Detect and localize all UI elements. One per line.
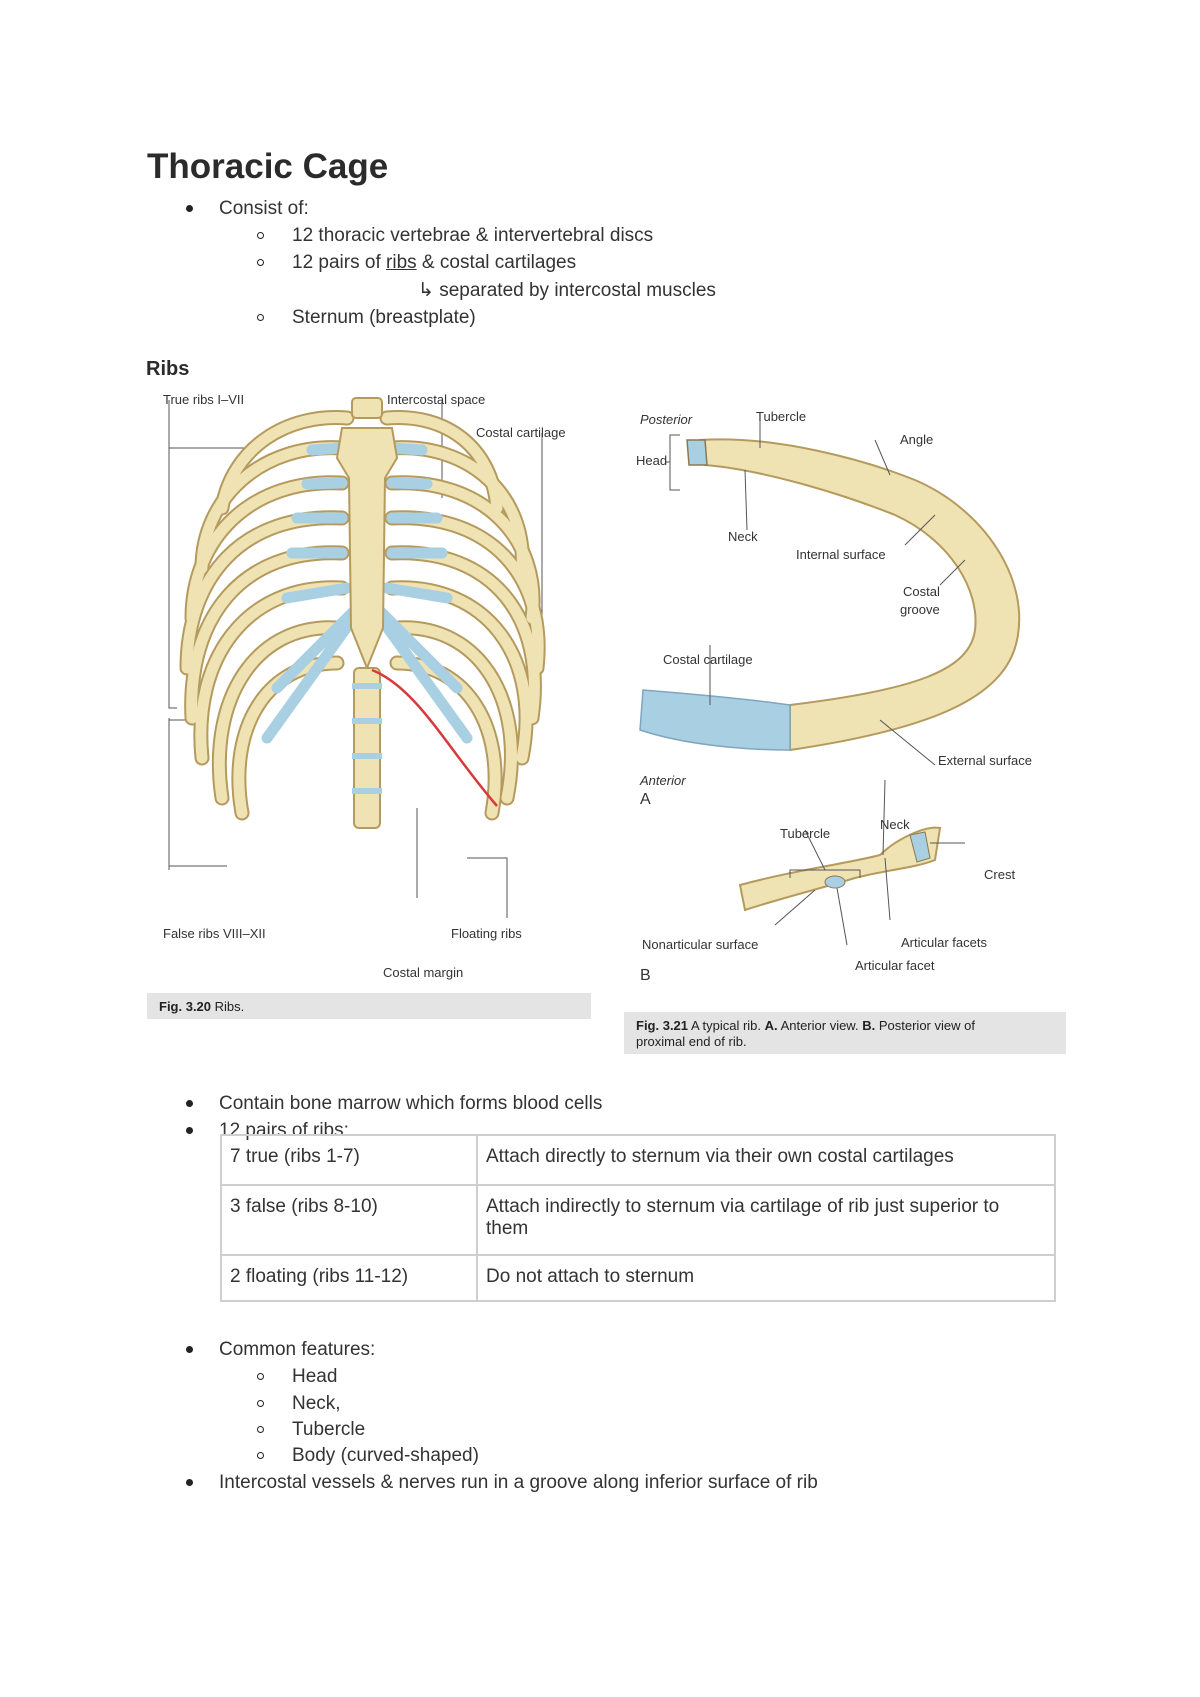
label-costal: Costal [903,584,940,599]
sub-bullet [257,1373,264,1380]
figure-typical-rib [625,400,1065,990]
caption-line-1: Fig. 3.21 A typical rib. A. Anterior vie… [636,1018,1066,1034]
table-cell-type: 2 floating (ribs 11-12) [220,1254,478,1302]
label-false-ribs: False ribs VIII–XII [163,926,266,941]
label-tubercle: Tubercle [756,409,807,424]
label-groove: groove [900,602,940,617]
label-nonarticular-surface: Nonarticular surface [642,937,759,952]
consist-item-ribs-prefix: 12 pairs of [292,252,381,273]
rib-costal-cartilage-shape [639,689,791,751]
return-arrow-icon: ↳ [418,280,434,301]
bullet [186,1100,193,1107]
page-title: Thoracic Cage [147,147,389,186]
vertebral-column [351,397,383,829]
table-cell-description: Attach indirectly to sternum via cartila… [476,1184,1056,1256]
separated-note: ↳ separated by intercostal muscles [418,279,716,302]
sub-bullet [257,1452,264,1459]
label-crest: Crest [984,867,1016,882]
label-articular-facets: Articular facets [901,935,987,950]
label-costal-margin: Costal margin [383,965,464,980]
table-cell-type: 3 false (ribs 8-10) [220,1184,478,1256]
thoracic-cage-illustration [168,397,546,923]
label-neck-b: Neck [880,817,910,832]
bullet [186,205,193,212]
label-view-b: B [640,967,651,984]
table-cell-type: 7 true (ribs 1-7) [220,1134,478,1186]
caption-line-2: proximal end of rib. [636,1034,747,1049]
bullet-intercostal-vessels: Intercostal vessels & nerves run in a gr… [219,1472,818,1493]
label-internal-surface: Internal surface [796,547,886,562]
typical-rib-illustration [639,420,1021,946]
sub-bullet [257,1426,264,1433]
figure-ribs [147,388,587,923]
articular-facet-shape [824,875,846,889]
figure-3-21-caption: Fig. 3.21 A typical rib. A. Anterior vie… [624,1012,1066,1054]
caption-a: A. [764,1018,778,1033]
label-external-surface: External surface [938,753,1032,768]
sub-bullet [257,1400,264,1407]
caption-b: B. [862,1018,876,1033]
bullet [186,1346,193,1353]
rib-types-table: 7 true (ribs 1-7) Attach directly to ste… [220,1134,1056,1302]
consist-label: Consist of: [219,198,309,219]
consist-item-ribs-rest: & costal cartilages [421,252,577,273]
rib-head-facet [686,439,708,466]
label-intercostal-space: Intercostal space [387,392,486,407]
rib-proximal-shape [738,826,942,912]
consist-item-ribs: 12 pairs of ribs & costal cartilages [292,252,576,274]
label-head: Head [636,453,668,468]
label-articular-facet: Articular facet [855,958,935,973]
bullet-bone-marrow: Contain bone marrow which forms blood ce… [219,1093,603,1114]
ribs-link[interactable]: ribs [386,252,417,273]
caption-number: Fig. 3.21 [636,1018,689,1033]
figure-3-20-caption: Fig. 3.20 Ribs. [147,993,591,1019]
section-ribs-heading: Ribs [146,358,190,380]
label-true-ribs: True ribs I–VII [163,392,245,407]
label-anterior: Anterior [640,773,686,788]
bullet [186,1479,193,1486]
feature-item: Head [292,1366,338,1387]
caption-number: Fig. 3.20 [159,999,212,1014]
features-label: Common features: [219,1339,376,1360]
caption-text: Anterior view. [780,1018,859,1033]
label-floating-ribs: Floating ribs [451,926,522,941]
label-angle: Angle [900,432,934,447]
caption-text: Posterior view of [878,1018,975,1033]
feature-item: Neck, [292,1393,341,1414]
consist-item-sternum: Sternum (breastplate) [292,307,476,328]
caption-text: Ribs. [214,999,245,1014]
label-tubercle-b: Tubercle [780,826,831,841]
sub-bullet [257,259,264,266]
bullet [186,1127,193,1134]
table-cell-description: Attach directly to sternum via their own… [476,1134,1056,1186]
feature-item: Tubercle [292,1419,366,1440]
sub-bullet [257,232,264,239]
feature-item: Body (curved-shaped) [292,1445,479,1466]
table-row: 3 false (ribs 8-10) Attach indirectly to… [220,1184,1056,1256]
label-rib-costal-cartilage: Costal cartilage [663,652,753,667]
caption-text: A typical rib. [690,1018,762,1033]
consist-item-vertebrae: 12 thoracic vertebrae & intervertebral d… [292,225,654,246]
label-costal-cartilage: Costal cartilage [476,425,566,440]
label-neck: Neck [728,529,758,544]
articular-facets-shape [909,831,931,863]
label-posterior: Posterior [640,412,693,427]
costal-margin-line [371,668,498,807]
separated-text: separated by intercostal muscles [439,280,716,301]
table-row: 7 true (ribs 1-7) Attach directly to ste… [220,1134,1056,1186]
sternum-shape [335,427,399,671]
table-cell-description: Do not attach to sternum [476,1254,1056,1302]
table-row: 2 floating (ribs 11-12) Do not attach to… [220,1254,1056,1302]
label-view-a: A [640,791,651,808]
sub-bullet [257,314,264,321]
